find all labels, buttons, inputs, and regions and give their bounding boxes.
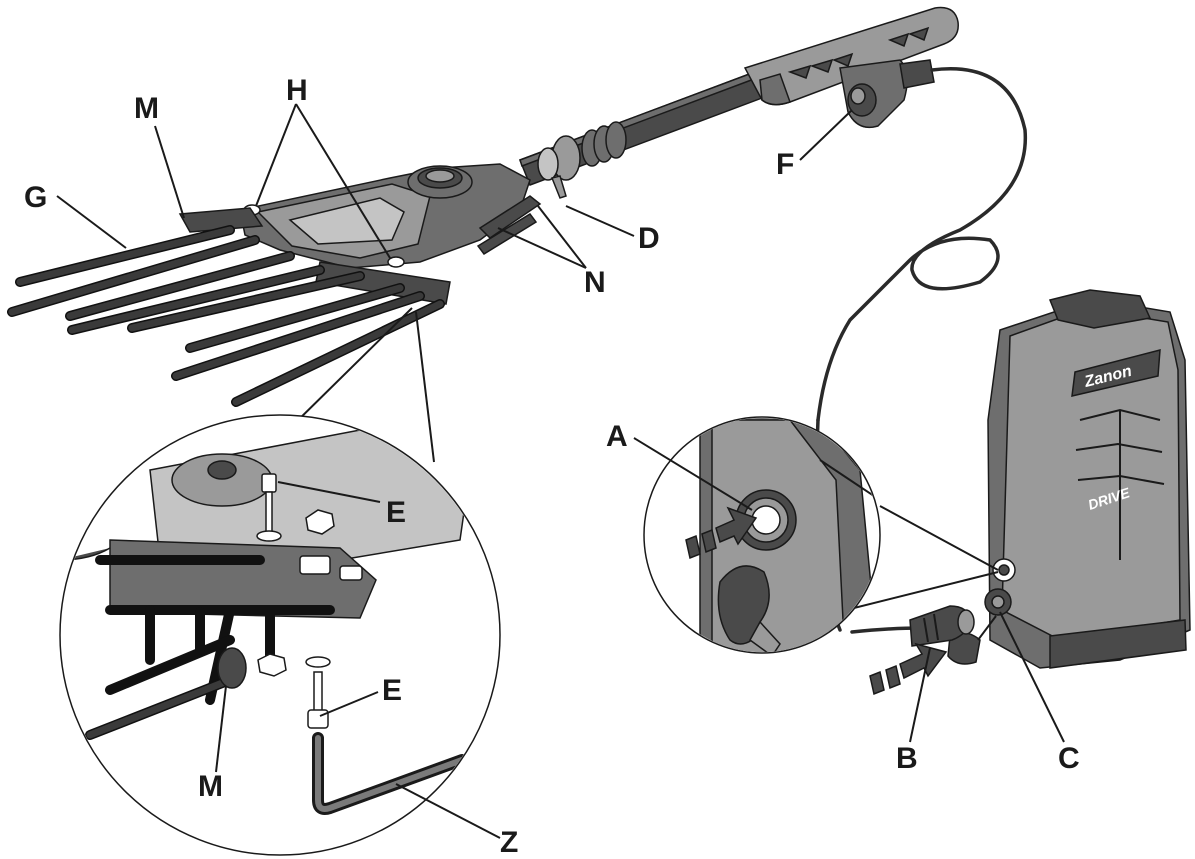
label-e-top: E xyxy=(386,496,406,529)
screw-e-top xyxy=(256,473,282,542)
label-f: F xyxy=(776,148,794,181)
detail-view-battery-button xyxy=(643,416,999,654)
trigger-switch-f xyxy=(839,59,908,129)
label-b: B xyxy=(896,742,918,775)
nut-upper xyxy=(305,509,335,535)
lever-d xyxy=(550,175,567,199)
cutting-head xyxy=(178,163,542,305)
screw-e-bottom xyxy=(305,656,331,729)
label-g: G xyxy=(24,181,47,214)
socket-c xyxy=(984,588,1012,616)
label-h: H xyxy=(286,74,308,107)
insert-arrow-b xyxy=(869,642,948,696)
cable-plug-b xyxy=(909,605,975,647)
handle-grip xyxy=(743,6,959,129)
battery-pack: Zanon DRIVE xyxy=(947,289,1191,669)
pole-locking-collar xyxy=(537,121,627,181)
label-n: N xyxy=(584,266,606,299)
label-e-bottom: E xyxy=(382,674,402,707)
harvester-tines xyxy=(7,225,445,407)
press-arrow-a xyxy=(685,506,758,560)
label-m-bottom: M xyxy=(198,770,223,803)
telescopic-pole xyxy=(519,69,771,199)
bolt-h-right xyxy=(387,256,405,268)
label-c: C xyxy=(1058,742,1080,775)
label-z: Z xyxy=(500,826,518,859)
leader-lines xyxy=(56,103,1065,839)
label-a: A xyxy=(606,420,628,453)
nut-lower xyxy=(257,653,287,677)
label-d: D xyxy=(638,222,660,255)
label-m-top: M xyxy=(134,92,159,125)
detail-view-fork-fixing xyxy=(59,307,501,856)
